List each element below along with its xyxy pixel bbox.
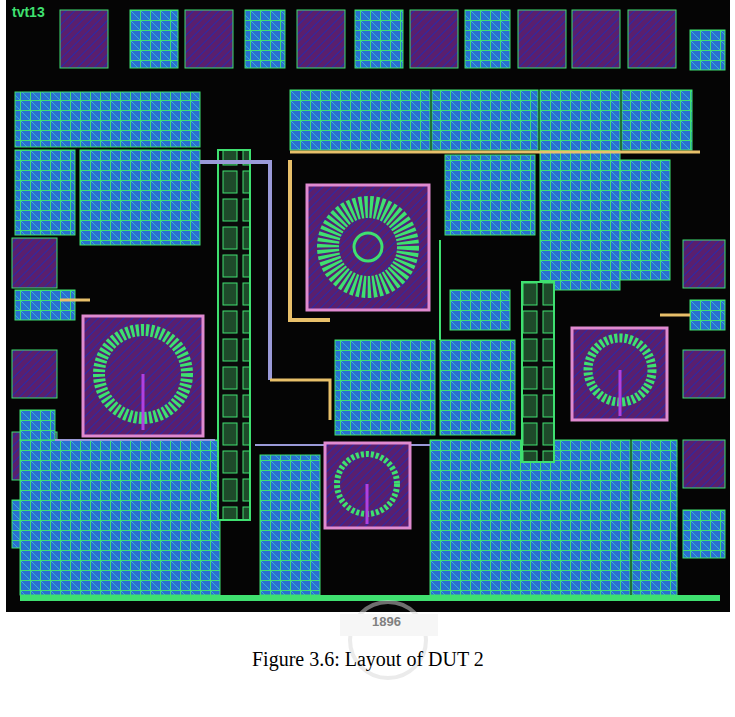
figure-caption: Figure 3.6: Layout of DUT 2	[252, 648, 484, 671]
wires	[20, 152, 720, 598]
chip-name: tvt13	[12, 4, 45, 20]
die	[6, 0, 730, 612]
watermark-text: 1896	[372, 614, 401, 629]
inductors	[83, 185, 667, 528]
cell-blocks	[15, 90, 725, 595]
